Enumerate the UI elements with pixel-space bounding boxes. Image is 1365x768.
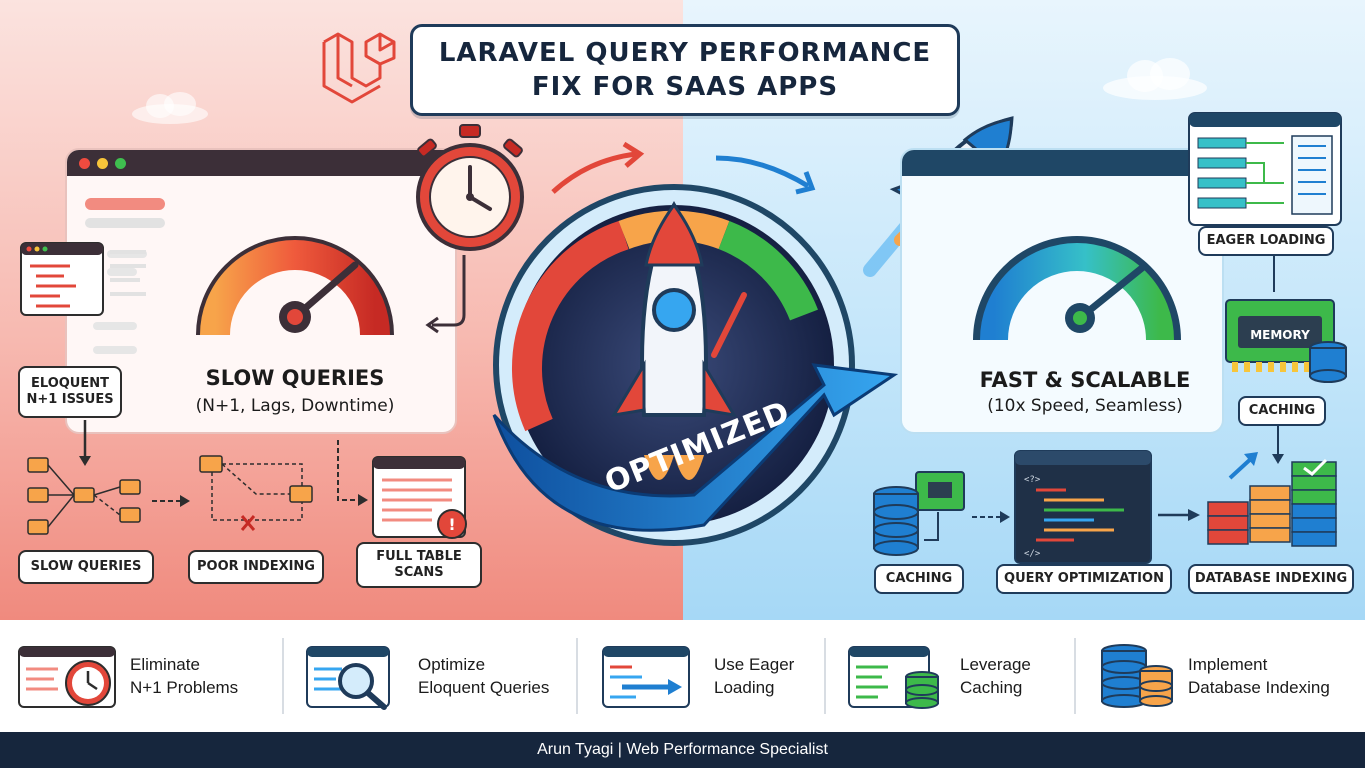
placeholder-line (85, 218, 165, 228)
table-scan-window-icon: ! (372, 456, 467, 539)
database-window-icon (848, 643, 948, 709)
cloud-decoration-left (132, 92, 208, 124)
eloquent-n-plus-one-badge: ELOQUENT N+1 ISSUES (18, 366, 122, 418)
full-table-scans-badge: FULL TABLE SCANS (356, 542, 482, 588)
feature-line1: Use Eager (714, 655, 795, 674)
folder-tree-diagram (27, 457, 141, 535)
dashed-arrow-icon (152, 495, 190, 507)
caching-badge-top: CACHING (1238, 396, 1326, 426)
feature-line1: Implement (1188, 655, 1268, 674)
arrow-window-icon (602, 643, 702, 709)
title-banner: LARAVEL QUERY PERFORMANCE FIX FOR SAAS A… (410, 24, 960, 116)
svg-text:</>: </> (1024, 549, 1041, 559)
database-stack-icon (1100, 643, 1176, 709)
page-title: LARAVEL QUERY PERFORMANCE FIX FOR SAAS A… (438, 38, 932, 102)
slow-queries-subline: (N+1, Lags, Downtime) (195, 396, 395, 416)
cache-database-icon (873, 471, 965, 556)
eager-loading-badge: EAGER LOADING (1198, 226, 1334, 256)
caching-badge: CACHING (874, 564, 964, 594)
slow-speed-gauge-icon (196, 236, 394, 336)
solid-arrow-icon (1158, 509, 1200, 521)
fast-scalable-headline: FAST & SCALABLE (979, 368, 1191, 392)
code-window-icon (20, 242, 104, 316)
broken-index-diagram (199, 455, 313, 531)
text-lines-decoration (110, 250, 146, 296)
query-optimization-badge: QUERY OPTIMIZATION (996, 564, 1172, 594)
return-arrow-icon (425, 255, 466, 334)
connector-line (1273, 256, 1275, 292)
feature-line1: Optimize (418, 655, 486, 674)
feature-line2: Caching (960, 678, 1023, 697)
footer-bar: Arun Tyagi | Web Performance Specialist (0, 732, 1365, 768)
memory-chip-label: MEMORY (1250, 328, 1310, 342)
feature-separator (576, 638, 578, 714)
feature-line1: Leverage (960, 655, 1031, 674)
curved-blue-arrow-icon (715, 155, 816, 195)
feature-line2: N+1 Problems (130, 678, 239, 697)
poor-indexing-badge: POOR INDEXING (188, 550, 324, 584)
feature-separator (824, 638, 826, 714)
database-index-stack-icon (1207, 452, 1337, 547)
stopwatch-window-icon (18, 643, 118, 709)
optimized-gauge-rocket-illustration (492, 184, 899, 546)
query-code-window-icon: <?> </> (1014, 450, 1152, 564)
window-titlebar (902, 150, 1222, 176)
eager-loading-window-icon (1188, 112, 1342, 226)
slow-queries-badge: SLOW QUERIES (18, 550, 154, 584)
curved-red-arrow-icon (551, 141, 645, 194)
fast-speed-gauge-icon (973, 236, 1181, 341)
feature-line2: Eloquent Queries (418, 678, 550, 697)
svg-text:<?>: <?> (1024, 475, 1041, 485)
down-arrow-icon (79, 420, 91, 466)
window-dot-red (79, 158, 90, 169)
placeholder-line (85, 198, 165, 210)
dashed-arrow-icon (972, 511, 1010, 523)
author-credit: Arun Tyagi | Web Performance Specialist (537, 741, 828, 758)
svg-text:!: ! (448, 515, 455, 534)
connector-arrow (1272, 426, 1284, 464)
laravel-logo-icon (322, 32, 396, 104)
fast-scalable-window (900, 148, 1224, 434)
placeholder-line (93, 322, 137, 330)
window-dot-yellow (97, 158, 108, 169)
cloud-decoration-right (1103, 58, 1207, 100)
feature-separator (282, 638, 284, 714)
feature-separator (1074, 638, 1076, 714)
window-titlebar (67, 150, 455, 176)
fast-scalable-subline: (10x Speed, Seamless) (987, 396, 1183, 416)
feature-line2: Loading (714, 678, 775, 697)
feature-line2: Database Indexing (1188, 678, 1330, 697)
slow-queries-headline: SLOW QUERIES (205, 366, 385, 390)
memory-chip-icon (1225, 299, 1347, 383)
magnifier-window-icon (306, 643, 406, 710)
window-dot-green (115, 158, 126, 169)
placeholder-line (93, 346, 137, 354)
feature-line1: Eliminate (130, 655, 200, 674)
placeholder-line (107, 268, 137, 276)
stopwatch-icon (416, 124, 524, 251)
dashed-arrow-icon (337, 440, 368, 506)
database-indexing-badge: DATABASE INDEXING (1188, 564, 1354, 594)
slow-queries-window (65, 148, 457, 434)
